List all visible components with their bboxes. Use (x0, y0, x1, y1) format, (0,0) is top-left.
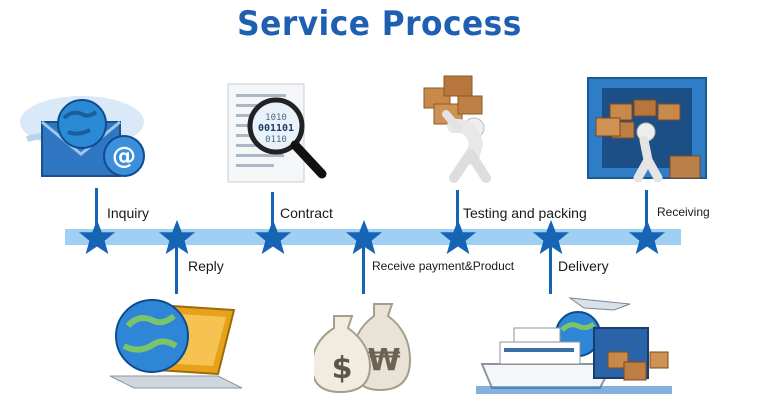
star-marker-receiving (628, 219, 666, 255)
stem-contract (271, 192, 274, 238)
svg-text:$: $ (332, 351, 353, 386)
stem-delivery (549, 238, 552, 294)
star-marker-reply (158, 219, 196, 255)
step-label-delivery: Delivery (558, 258, 609, 274)
svg-text:@: @ (112, 142, 136, 170)
star-marker-testing (439, 219, 477, 255)
email-globe-icon: @ (20, 96, 145, 177)
step-label-contract: Contract (280, 205, 333, 221)
person-carrying-boxes-icon (423, 75, 491, 183)
stem-testing (456, 190, 459, 238)
step-label-reply: Reply (188, 258, 224, 274)
svg-text:1010: 1010 (265, 113, 287, 123)
stem-receive-payment (362, 238, 365, 294)
stem-receiving (645, 190, 648, 238)
svg-text:₩: ₩ (367, 343, 400, 378)
truck-unloading-icon (587, 77, 707, 183)
magnifier-document-icon: 1010 001101 0110 (227, 83, 327, 183)
star-marker-delivery (532, 219, 570, 255)
step-label-inquiry: Inquiry (107, 205, 150, 221)
star-marker-inquiry (78, 219, 116, 255)
star-marker-contract (254, 219, 292, 255)
ship-plane-globe-icon (476, 297, 672, 394)
step-label-receiving: Receiving (657, 205, 710, 219)
step-label-receive-payment: Receive payment&Product (372, 259, 515, 273)
laptop-globe-icon (109, 299, 243, 389)
svg-text:001101: 001101 (258, 123, 294, 134)
star-marker-receive-payment (345, 219, 383, 255)
page-title: Service Process (237, 4, 522, 44)
step-label-testing: Testing and packing (463, 205, 587, 221)
stem-reply (175, 238, 178, 294)
stem-inquiry (95, 188, 98, 238)
svg-text:0110: 0110 (265, 135, 287, 145)
money-bags-icon: ₩ $ (314, 303, 412, 394)
